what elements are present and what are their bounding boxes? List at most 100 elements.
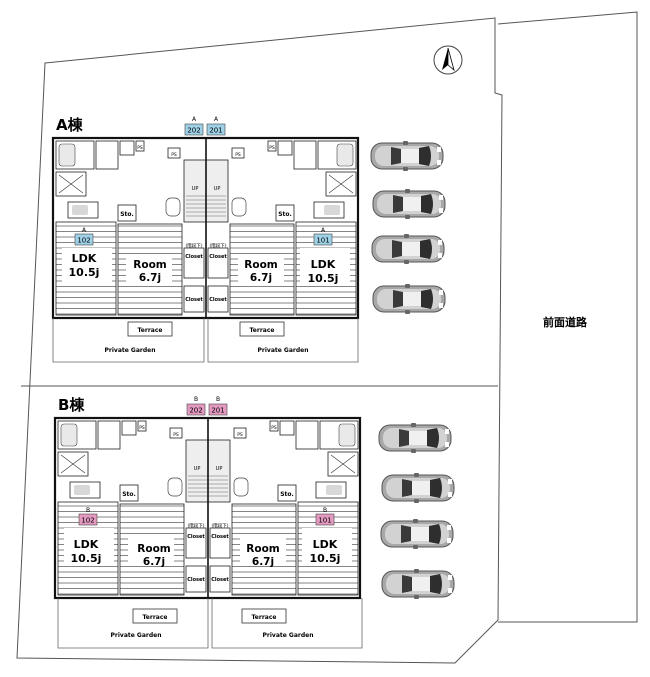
badge-number: 201	[209, 127, 222, 135]
ps-label: PS	[173, 432, 179, 438]
room-label: Room	[244, 259, 278, 271]
up-label: UP	[194, 466, 201, 472]
badge-letter: A	[82, 227, 87, 234]
unit-right: Sto. PS PS Closet (階段下) Closet Room 6.7j…	[207, 140, 357, 316]
storage-label: Sto.	[122, 491, 136, 498]
car-icon	[381, 568, 455, 600]
storage-label: Sto.	[120, 211, 134, 218]
up-label: UP	[214, 186, 221, 192]
badge-letter: A	[214, 116, 219, 123]
upper-badge-left: A 202	[184, 116, 204, 136]
unit-badge: A 102	[74, 227, 94, 246]
unit-badge: A 101	[313, 227, 333, 246]
badge-number: 201	[211, 407, 224, 415]
car-icon	[370, 140, 444, 172]
closet-label: Closet	[211, 534, 229, 540]
room-size: 6.7j	[250, 272, 272, 284]
closet-label: Closet	[209, 254, 227, 260]
ldk-label: LDK	[311, 258, 336, 271]
site-boundary	[16, 17, 503, 664]
ldk-label: LDK	[74, 538, 99, 551]
north-arrow-icon	[433, 45, 463, 75]
badge-number: 202	[189, 407, 202, 415]
room-size: 6.7j	[143, 556, 165, 568]
badge-letter: A	[321, 227, 326, 234]
badge-number: 202	[187, 127, 200, 135]
ps-label: PS	[271, 425, 277, 431]
ps-label: PS	[235, 152, 241, 158]
ldk-size: 10.5j	[69, 266, 100, 279]
ldk-label: LDK	[72, 252, 97, 265]
parking-area	[370, 140, 455, 600]
car-icon	[372, 188, 446, 220]
terrace-label: Terrace	[250, 327, 275, 334]
garden-label: Private Garden	[111, 632, 162, 639]
car-icon	[380, 518, 454, 550]
garden-label: Private Garden	[105, 347, 156, 354]
upper-badge-right: A 201	[206, 116, 226, 136]
unit-right: Sto. PS PS Closet (階段下) Closet Room 6.7j…	[209, 420, 359, 596]
badge-number: 102	[77, 237, 90, 245]
garden-label: Private Garden	[258, 347, 309, 354]
building-a: A棟 A 202 A 201 Sto.	[51, 116, 360, 363]
staircase: UP UP	[167, 418, 249, 598]
room-label: Room	[137, 543, 171, 555]
car-icon	[378, 422, 452, 454]
road-label: 前面道路	[543, 315, 588, 329]
stair-note: (階段下)	[211, 522, 228, 529]
stair-note: (階段下)	[209, 242, 226, 249]
room-label: Room	[133, 259, 167, 271]
closet-label: Closet	[185, 254, 203, 260]
storage-label: Sto.	[280, 491, 294, 498]
closet-label: Closet	[187, 534, 205, 540]
front-road-boundary	[497, 11, 638, 623]
building-title: A棟	[56, 116, 84, 134]
room-size: 6.7j	[252, 556, 274, 568]
ps-label: PS	[137, 145, 143, 151]
closet-label: Closet	[185, 297, 203, 303]
badge-letter: B	[323, 507, 327, 514]
ps-label: PS	[139, 425, 145, 431]
closet-label: Closet	[211, 577, 229, 583]
badge-number: 102	[81, 517, 94, 525]
garden-label: Private Garden	[263, 632, 314, 639]
car-icon	[371, 233, 445, 265]
badge-letter: B	[86, 507, 90, 514]
car-icon	[381, 472, 455, 504]
building-b: B棟 B 202 B 201 Sto. PS PS	[53, 396, 363, 649]
staircase: UP UP	[165, 138, 247, 318]
closet-label: Closet	[209, 297, 227, 303]
terrace-label: Terrace	[138, 327, 163, 334]
stair-note: (階段下)	[187, 522, 204, 529]
badge-number: 101	[316, 237, 329, 245]
up-label: UP	[192, 186, 199, 192]
badge-letter: B	[216, 396, 220, 403]
storage-label: Sto.	[278, 211, 292, 218]
room-label: Room	[246, 543, 280, 555]
upper-badge-right: B 201	[208, 396, 228, 416]
unit-badge: B 101	[315, 507, 335, 526]
unit-left: Sto. PS PS B 102 LDK 10.5j Room 6.7j Clo…	[57, 420, 207, 596]
badge-letter: B	[194, 396, 198, 403]
unit-badge: B 102	[78, 507, 98, 526]
ldk-label: LDK	[313, 538, 338, 551]
ldk-size: 10.5j	[310, 552, 341, 565]
badge-letter: A	[192, 116, 197, 123]
closet-label: Closet	[187, 577, 205, 583]
badge-number: 101	[318, 517, 331, 525]
unit-left: Sto. PS PS A 102 LDK 10.5j Room 6.7j Clo…	[55, 140, 205, 316]
terrace-label: Terrace	[143, 614, 168, 621]
ldk-size: 10.5j	[71, 552, 102, 565]
building-title: B棟	[58, 396, 85, 414]
car-icon	[372, 283, 446, 315]
terrace-label: Terrace	[252, 614, 277, 621]
ps-label: PS	[237, 432, 243, 438]
ldk-size: 10.5j	[308, 272, 339, 285]
room-size: 6.7j	[139, 272, 161, 284]
upper-badge-left: B 202	[186, 396, 206, 416]
up-label: UP	[216, 466, 223, 472]
ps-label: PS	[269, 145, 275, 151]
ps-label: PS	[171, 152, 177, 158]
stair-note: (階段下)	[185, 242, 202, 249]
